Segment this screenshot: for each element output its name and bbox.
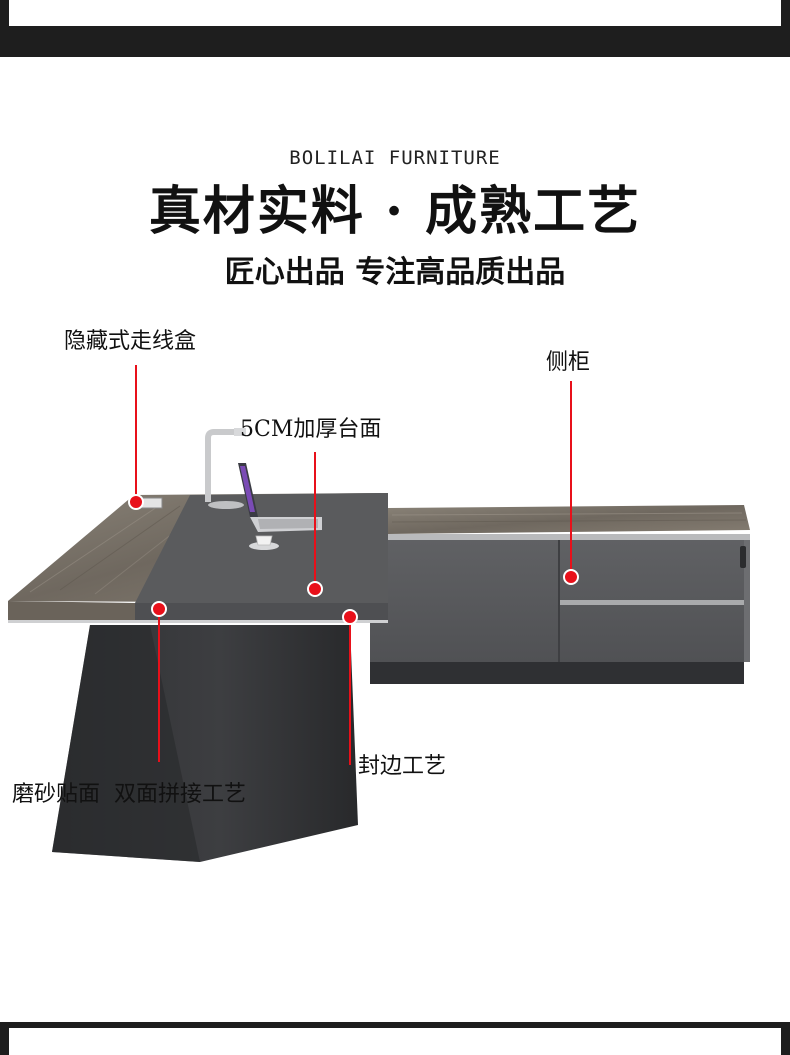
side-cabinet-marker xyxy=(563,569,579,585)
page-headline: 真材实料 · 成熟工艺 xyxy=(148,181,642,242)
callout-double-splice-text: 双面拼接工艺 xyxy=(114,782,247,807)
callout-side-cabinet: 侧柜 xyxy=(546,350,591,375)
matte-veneer-marker xyxy=(151,601,167,617)
callout-matte-veneer: 磨砂贴面双面拼接工艺 xyxy=(12,782,260,808)
thick-top-marker xyxy=(307,581,323,597)
callout-edge-banding: 封边工艺 xyxy=(358,754,447,779)
cable-box-marker xyxy=(128,494,144,510)
callout-thick-top: 5CM加厚台面 xyxy=(240,417,382,442)
drawer-divider xyxy=(560,600,750,605)
cabinet-plinth xyxy=(370,662,744,684)
desk-top xyxy=(8,493,388,623)
page-subheadline: 匠心出品 专注高品质出品 xyxy=(224,255,566,290)
callout-cable-box: 隐藏式走线盒 xyxy=(64,329,197,354)
callout-lines xyxy=(135,365,572,765)
bottom-border-inner xyxy=(9,1028,781,1055)
callout-matte-veneer-text: 磨砂贴面 xyxy=(12,782,101,807)
callout-markers xyxy=(128,494,579,625)
laptop-icon xyxy=(238,463,322,532)
top-border-band xyxy=(0,0,790,57)
cabinet-top xyxy=(388,505,750,534)
brand-name: BOLILAI FURNITURE xyxy=(289,147,501,169)
gray-edge xyxy=(135,603,388,622)
cabinet-top-edge xyxy=(388,534,750,540)
coffee-cup-icon xyxy=(249,535,279,550)
edge-banding-marker xyxy=(342,609,358,625)
side-cabinet xyxy=(370,505,750,684)
top-border-inner xyxy=(9,0,781,26)
bottom-border-band xyxy=(0,1022,790,1055)
lock-icon xyxy=(740,546,746,568)
desk-lamp-icon xyxy=(205,428,246,509)
wood-edge xyxy=(8,601,135,622)
